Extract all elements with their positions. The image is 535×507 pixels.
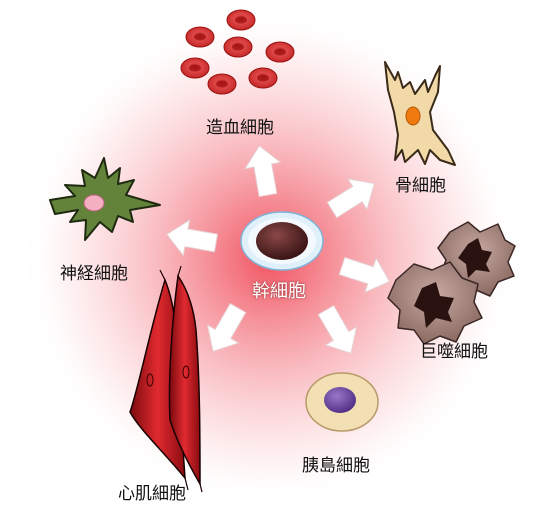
nerve-cell-label: 神経細胞 xyxy=(60,264,128,284)
macrophage-cells-icon xyxy=(387,221,516,345)
blood-cells-icon xyxy=(180,9,295,95)
blood-cell-label: 造血細胞 xyxy=(206,118,274,138)
nerve-cell-icon xyxy=(49,157,161,241)
arrow-heart xyxy=(206,302,247,352)
arrow-macrophage xyxy=(338,256,391,294)
stem-cell-icon xyxy=(240,211,324,271)
arrow-bone xyxy=(326,178,376,219)
arrow-nerve xyxy=(166,219,219,257)
stem-cell-label: 幹細胞 xyxy=(252,281,306,302)
bone-cell-label: 骨細胞 xyxy=(395,176,446,196)
bone-cell-icon xyxy=(384,61,456,166)
macrophage-label: 巨噬細胞 xyxy=(420,342,488,362)
islet-cell-icon xyxy=(305,372,379,432)
heart-muscle-cells-icon xyxy=(129,265,203,493)
islet-cell-label: 胰島細胞 xyxy=(302,456,370,476)
heart-muscle-label: 心肌細胞 xyxy=(118,484,186,504)
arrow-blood xyxy=(244,145,282,198)
differentiation-arrows xyxy=(166,145,391,354)
arrow-pancreas xyxy=(317,304,358,354)
